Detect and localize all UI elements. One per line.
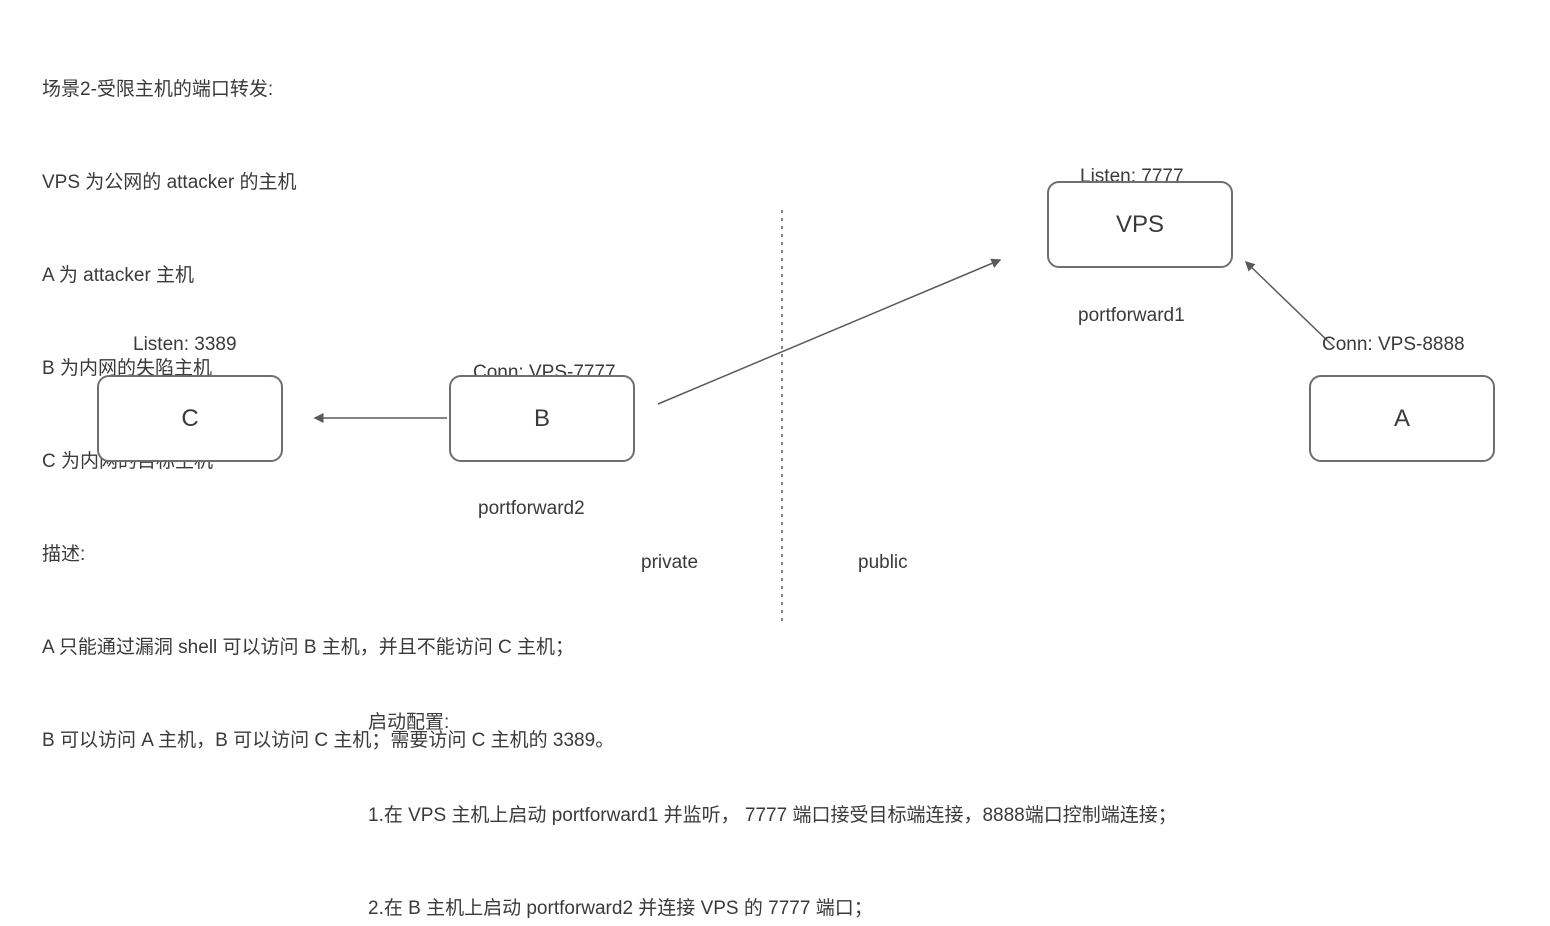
vps-portforward1-label: portforward1 [1078, 305, 1185, 326]
scenario-line: 场景2-受限主机的端口转发: [42, 79, 274, 100]
node-b: B [449, 375, 635, 462]
node-b-label: B [533, 404, 550, 432]
node-c: C [97, 375, 283, 462]
a-conn-vps-8888-label: Conn: VPS-8888 [1322, 334, 1465, 355]
node-vps-label: VPS [1115, 210, 1165, 238]
scenario-line: A 为 attacker 主机 [42, 265, 195, 286]
node-a-label: A [1393, 404, 1410, 432]
zone-public-label: public [858, 552, 908, 573]
scenario-line: B 可以访问 A 主机，B 可以访问 C 主机；需要访问 C 主机的 3389。 [42, 730, 615, 751]
arrow-a-to-vps [1244, 260, 1334, 347]
usage-instructions: 启动配置: 1.在 VPS 主机上启动 portforward1 并监听， 77… [368, 645, 1177, 926]
instruction-line: 启动配置: [368, 712, 450, 733]
node-c-label: C [181, 404, 199, 432]
instruction-line: 1.在 VPS 主机上启动 portforward1 并监听， 7777 端口接… [368, 805, 1177, 826]
scenario-line: 描述: [42, 544, 86, 565]
node-a: A [1309, 375, 1495, 462]
scenario-line: B 为内网的失陷主机 [42, 358, 212, 379]
node-vps: VPS [1047, 181, 1233, 268]
instruction-line: 2.在 B 主机上启动 portforward2 并连接 VPS 的 7777 … [368, 898, 873, 919]
arrow-b-to-vps [657, 258, 1002, 405]
c-listen-3389-label: Listen: 3389 [133, 334, 237, 355]
b-portforward2-label: portforward2 [478, 498, 585, 519]
zone-private-label: private [641, 552, 699, 573]
scenario-line: VPS 为公网的 attacker 的主机 [42, 172, 297, 193]
scenario-line: A 只能通过漏洞 shell 可以访问 B 主机，并且不能访问 C 主机； [42, 637, 575, 658]
